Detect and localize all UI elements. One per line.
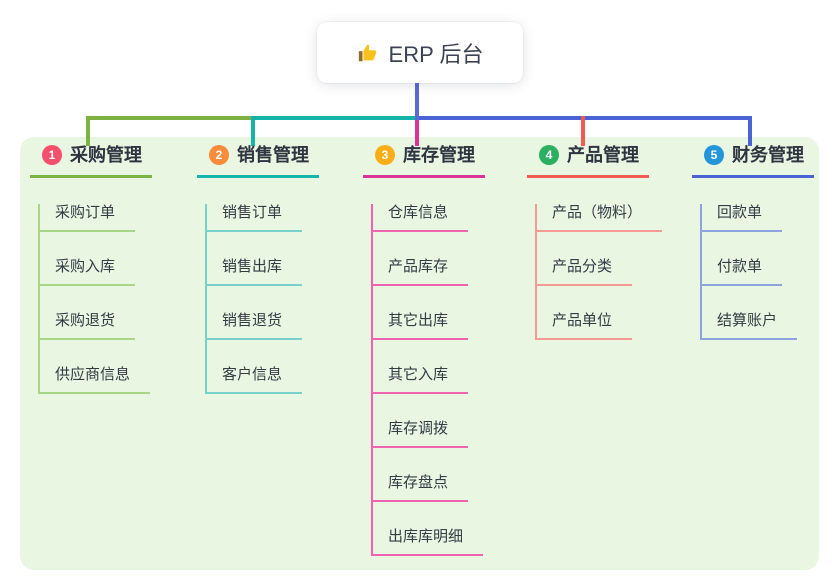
connector-drop-product <box>581 116 585 146</box>
node-product-stock[interactable]: 产品库存 <box>373 258 469 286</box>
badge-4: 4 <box>539 145 559 165</box>
branch-title-sales[interactable]: 2 销售管理 <box>197 143 319 178</box>
connector-drop-inventory <box>415 116 419 146</box>
node-receipt-bill[interactable]: 回款单 <box>702 204 783 232</box>
branch-finance: 5 财务管理 回款单 付款单 结算账户 <box>692 143 814 340</box>
branches-background-panel <box>20 137 819 570</box>
branch-title-finance[interactable]: 5 财务管理 <box>692 143 814 178</box>
node-customer-info[interactable]: 客户信息 <box>207 366 303 394</box>
badge-3: 3 <box>375 145 395 165</box>
branch-purchase: 1 采购管理 采购订单 采购入库 采购退货 供应商信息 <box>30 143 152 394</box>
node-sales-return[interactable]: 销售退货 <box>207 312 303 340</box>
node-product-material[interactable]: 产品（物料） <box>537 204 663 232</box>
branch-title-inventory[interactable]: 3 库存管理 <box>363 143 485 178</box>
node-purchase-inbound[interactable]: 采购入库 <box>40 258 136 286</box>
node-outbound-detail[interactable]: 出库库明细 <box>373 528 484 556</box>
node-purchase-order[interactable]: 采购订单 <box>40 204 136 232</box>
node-product-category[interactable]: 产品分类 <box>537 258 633 286</box>
children-purchase: 采购订单 采购入库 采购退货 供应商信息 <box>38 204 151 394</box>
badge-2: 2 <box>209 145 229 165</box>
connector-drop-finance <box>748 116 752 146</box>
connector-trunk <box>415 83 419 120</box>
branch-title-label: 采购管理 <box>70 145 142 165</box>
connector-horizontal-sales <box>251 116 419 120</box>
root-node-erp[interactable]: ERP 后台 <box>317 22 523 83</box>
children-product: 产品（物料） 产品分类 产品单位 <box>535 204 663 340</box>
node-payment-bill[interactable]: 付款单 <box>702 258 783 286</box>
branch-title-product[interactable]: 4 产品管理 <box>527 143 649 178</box>
node-settlement-account[interactable]: 结算账户 <box>702 312 798 340</box>
branch-title-label: 财务管理 <box>732 145 804 165</box>
node-other-inbound[interactable]: 其它入库 <box>373 366 469 394</box>
branch-title-label: 产品管理 <box>567 145 639 165</box>
children-inventory: 仓库信息 产品库存 其它出库 其它入库 库存调拨 库存盘点 出库库明细 <box>371 204 484 556</box>
node-sales-order[interactable]: 销售订单 <box>207 204 303 232</box>
branch-title-label: 销售管理 <box>237 145 309 165</box>
node-warehouse-info[interactable]: 仓库信息 <box>373 204 469 232</box>
node-other-outbound[interactable]: 其它出库 <box>373 312 469 340</box>
badge-5: 5 <box>704 145 724 165</box>
branch-title-label: 库存管理 <box>403 145 475 165</box>
connector-horizontal-purchase <box>86 116 255 120</box>
node-stock-taking[interactable]: 库存盘点 <box>373 474 469 502</box>
node-stock-transfer[interactable]: 库存调拨 <box>373 420 469 448</box>
node-sales-outbound[interactable]: 销售出库 <box>207 258 303 286</box>
badge-1: 1 <box>42 145 62 165</box>
root-node-label: ERP 后台 <box>388 41 484 67</box>
connector-drop-sales <box>251 116 255 146</box>
branch-sales: 2 销售管理 销售订单 销售出库 销售退货 客户信息 <box>197 143 319 394</box>
children-finance: 回款单 付款单 结算账户 <box>700 204 798 340</box>
branch-title-purchase[interactable]: 1 采购管理 <box>30 143 152 178</box>
node-purchase-return[interactable]: 采购退货 <box>40 312 136 340</box>
branch-product: 4 产品管理 产品（物料） 产品分类 产品单位 <box>527 143 663 340</box>
thumbs-up-icon <box>357 42 379 64</box>
children-sales: 销售订单 销售出库 销售退货 客户信息 <box>205 204 303 394</box>
branch-inventory: 3 库存管理 仓库信息 产品库存 其它出库 其它入库 库存调拨 库存盘点 出库库… <box>363 143 485 556</box>
node-supplier-info[interactable]: 供应商信息 <box>40 366 151 394</box>
node-product-unit[interactable]: 产品单位 <box>537 312 633 340</box>
connector-drop-purchase <box>86 116 90 146</box>
